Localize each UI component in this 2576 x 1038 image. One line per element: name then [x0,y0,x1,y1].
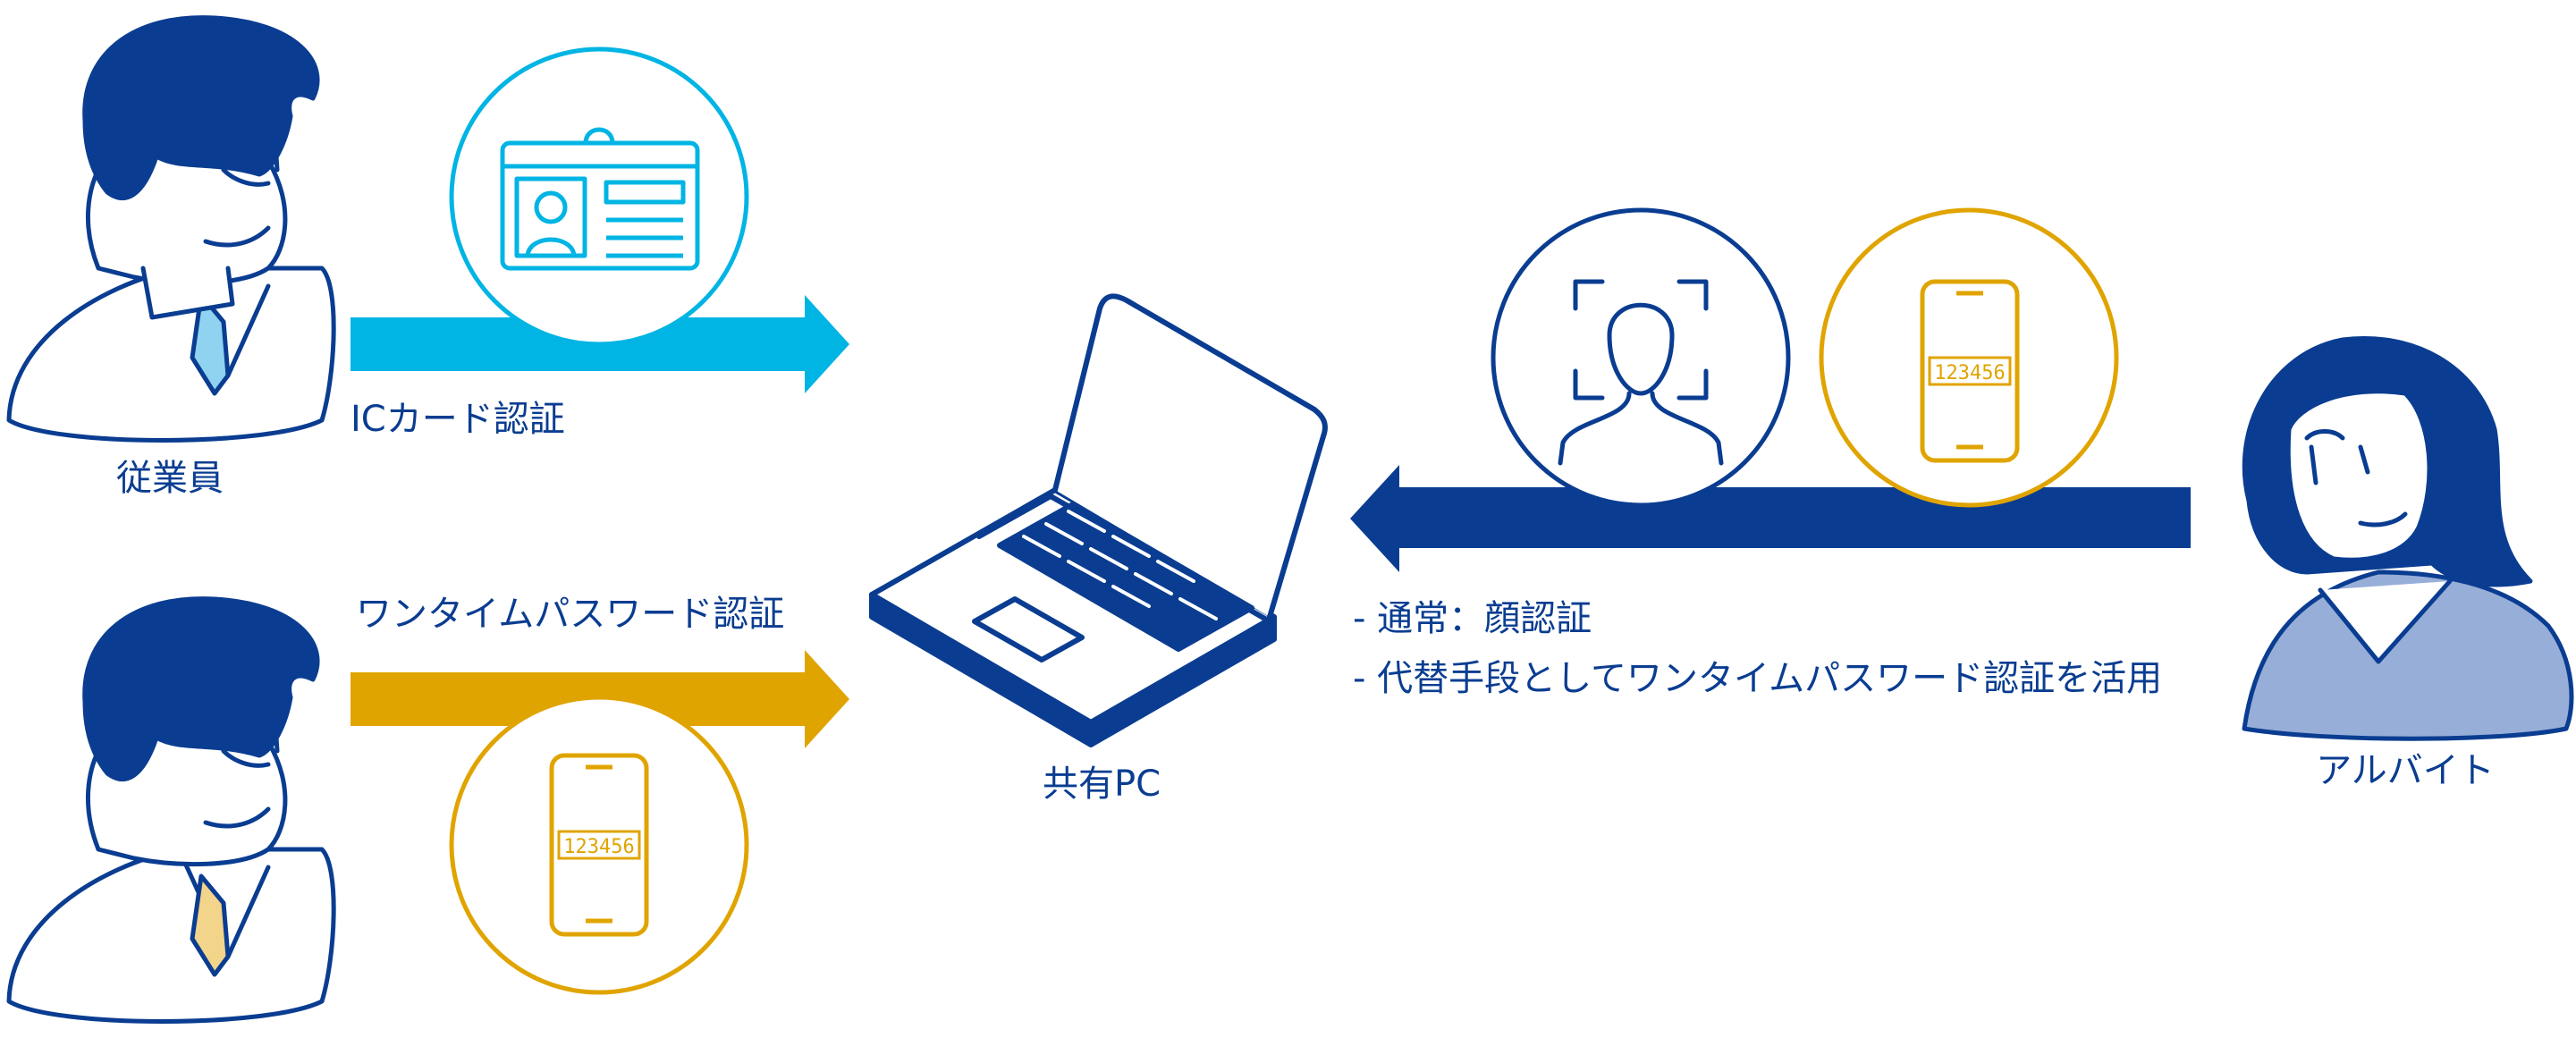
actor-parttimer-label: アルバイト [2316,750,2495,791]
smartphone-otp-icon: 123456 [1819,207,2119,508]
device-label: 共有PC [1043,764,1161,805]
flow-ic-card-label: ICカード認証 [351,399,565,440]
parttimer-arrow [1350,465,2191,572]
parttimer-note-1: - 通常：顔認証 [1353,598,1592,639]
parttimer-note-2: - 代替手段としてワンタイムパスワード認証を活用 [1353,658,2162,699]
id-card-icon [449,46,749,347]
otp-code: 123456 [563,836,634,858]
otp-code: 123456 [1934,362,2005,384]
parttimer-icon [2242,336,2574,741]
employee-icon [6,15,336,443]
flow-otp-label: ワンタイムパスワード認証 [356,594,784,635]
actor-employee-label: 従業員 [116,458,224,499]
employee-icon [6,596,336,1024]
face-recognition-icon [1491,207,1791,508]
smartphone-otp-icon: 123456 [449,695,749,995]
laptop-icon [869,293,1328,747]
